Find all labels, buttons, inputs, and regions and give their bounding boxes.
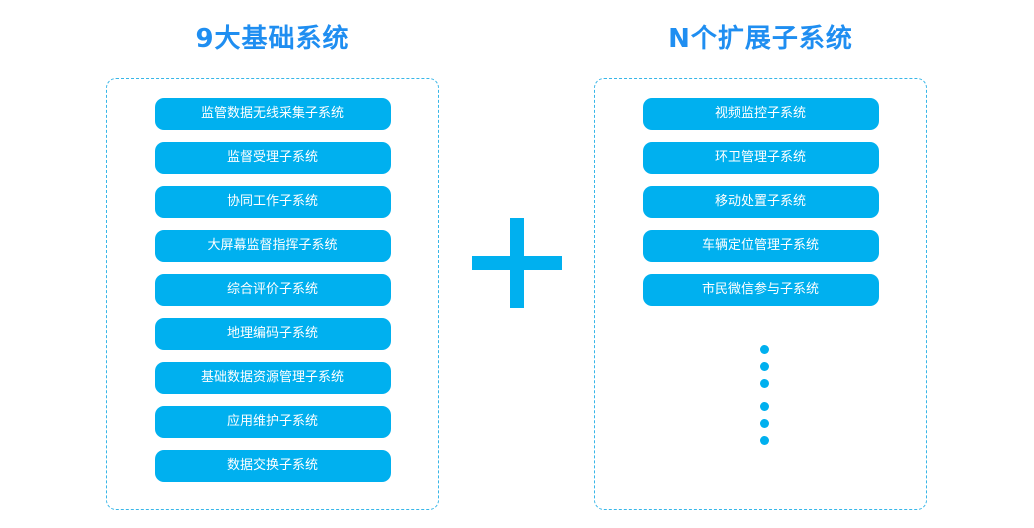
basic-system-item: 基础数据资源管理子系统 bbox=[154, 362, 391, 394]
extension-system-item: 视频监控子系统 bbox=[642, 98, 879, 130]
extension-systems-title: N个扩展子系统 bbox=[668, 24, 853, 54]
extension-system-item: 移动处置子系统 bbox=[642, 186, 879, 218]
basic-system-item: 大屏幕监督指挥子系统 bbox=[154, 230, 391, 262]
ellipsis-dot bbox=[760, 436, 769, 445]
extension-system-item: 环卫管理子系统 bbox=[642, 142, 879, 174]
plus-icon bbox=[472, 218, 562, 308]
ellipsis-dot bbox=[760, 402, 769, 411]
basic-system-item: 数据交换子系统 bbox=[154, 450, 391, 482]
basic-system-item: 监管数据无线采集子系统 bbox=[154, 98, 391, 130]
plus-vertical-bar bbox=[510, 218, 524, 308]
basic-systems-list: 监管数据无线采集子系统 监督受理子系统 协同工作子系统 大屏幕监督指挥子系统 综… bbox=[107, 98, 438, 494]
basic-systems-panel: 监管数据无线采集子系统 监督受理子系统 协同工作子系统 大屏幕监督指挥子系统 综… bbox=[106, 78, 439, 510]
extension-system-item: 市民微信参与子系统 bbox=[642, 274, 879, 306]
extension-systems-list: 视频监控子系统 环卫管理子系统 移动处置子系统 车辆定位管理子系统 市民微信参与… bbox=[595, 98, 926, 318]
ellipsis-dot bbox=[760, 379, 769, 388]
basic-system-item: 协同工作子系统 bbox=[154, 186, 391, 218]
basic-systems-title: 9大基础系统 bbox=[195, 24, 350, 54]
ellipsis-dot bbox=[760, 345, 769, 354]
extension-system-item: 车辆定位管理子系统 bbox=[642, 230, 879, 262]
ellipsis-dot bbox=[760, 419, 769, 428]
extension-systems-panel: 视频监控子系统 环卫管理子系统 移动处置子系统 车辆定位管理子系统 市民微信参与… bbox=[594, 78, 927, 510]
basic-system-item: 综合评价子系统 bbox=[154, 274, 391, 306]
ellipsis-dot bbox=[760, 362, 769, 371]
basic-system-item: 监督受理子系统 bbox=[154, 142, 391, 174]
basic-system-item: 应用维护子系统 bbox=[154, 406, 391, 438]
basic-system-item: 地理编码子系统 bbox=[154, 318, 391, 350]
